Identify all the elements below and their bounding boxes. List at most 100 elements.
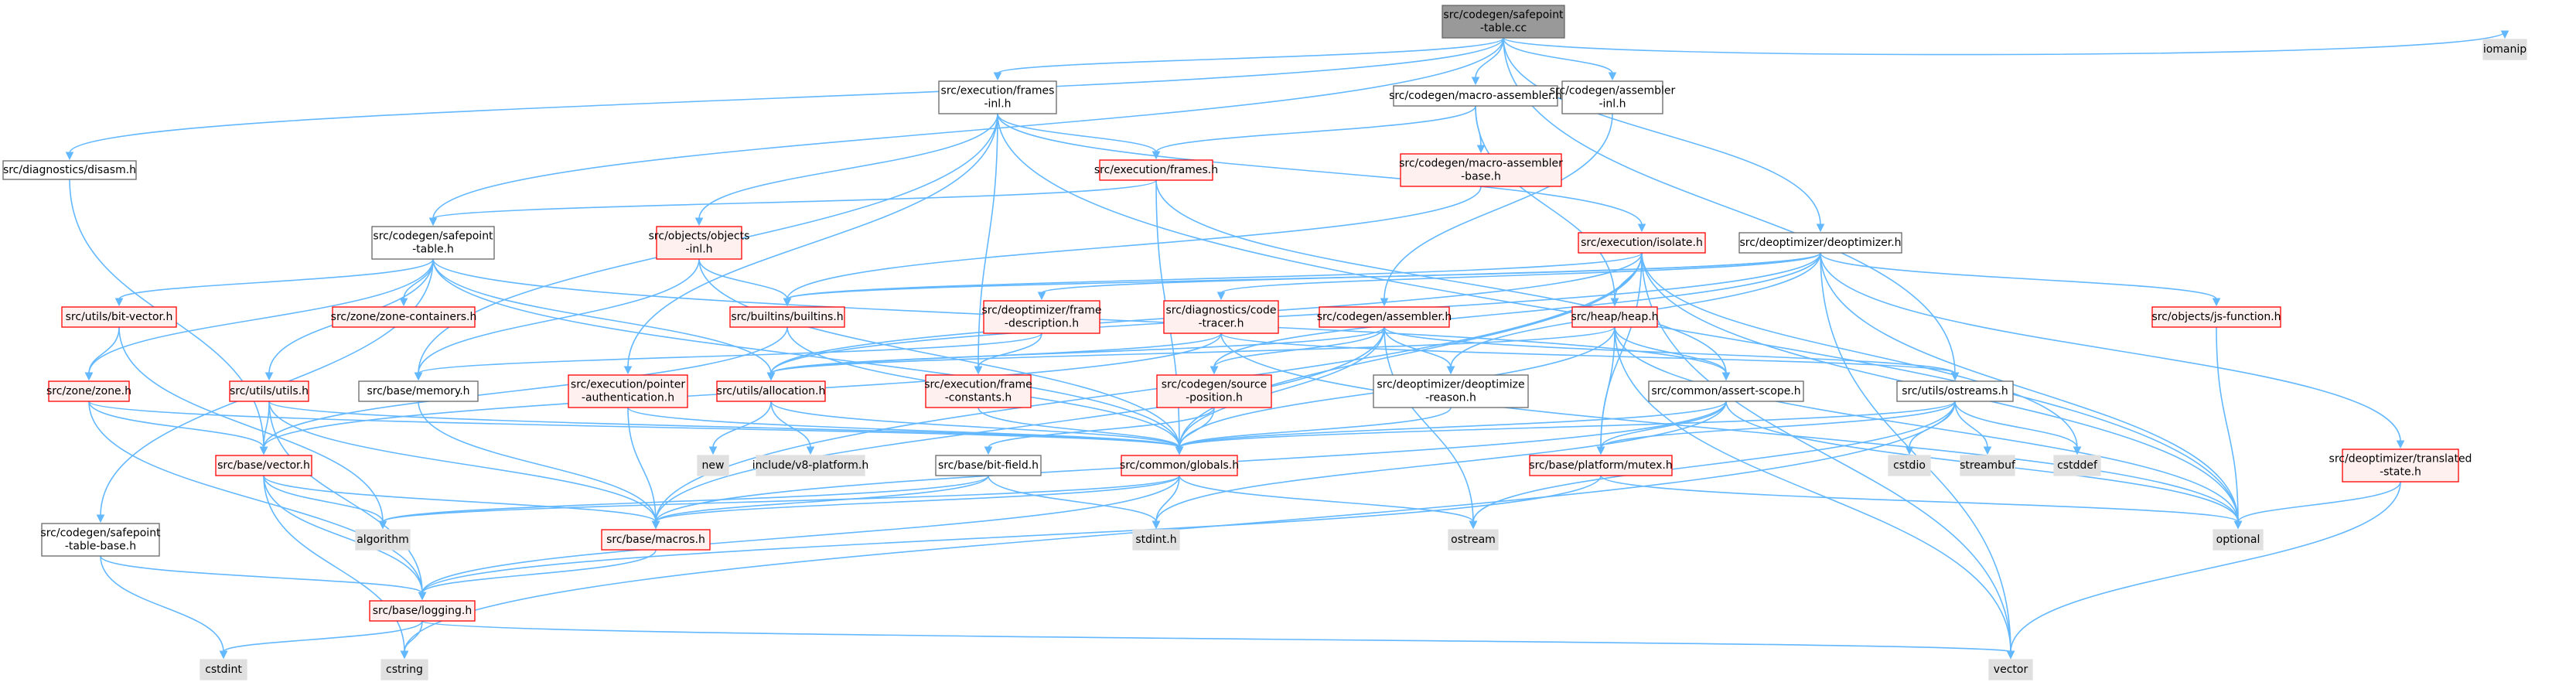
node-label-line: src/deoptimizer/deoptimizer.h [1739, 237, 1901, 249]
node-allocation[interactable]: src/utils/allocation.h [716, 380, 826, 402]
node-iomanip[interactable]: iomanip [2482, 39, 2527, 60]
node-box [2151, 306, 2281, 328]
node-logging[interactable]: src/base/logging.h [369, 600, 476, 622]
node-frames-inl[interactable]: src/execution/frames-inl.h [938, 80, 1057, 114]
node-box [935, 455, 1042, 476]
node-bitvector[interactable]: src/utils/bit-vector.h [61, 306, 177, 328]
node-label-line: src/execution/isolate.h [1581, 237, 1703, 249]
node-label-line: iomanip [2483, 43, 2527, 56]
edge-ostreams-to-mutex [1596, 401, 1956, 455]
node-globals[interactable]: src/common/globals.h [1120, 455, 1239, 476]
node-translated[interactable]: src/deoptimizer/translated-state.h [2329, 449, 2472, 483]
node-vector-h[interactable]: src/base/vector.h [215, 455, 312, 476]
node-label-line: new [702, 459, 725, 472]
node-heap[interactable]: src/heap/heap.h [1571, 306, 1659, 328]
node-label-line: src/execution/frames.h [1094, 164, 1218, 176]
node-box [1319, 306, 1450, 328]
node-cstddef[interactable]: cstddef [2053, 455, 2101, 476]
edge-allocation-to-v8platform [770, 401, 815, 455]
node-bitfield[interactable]: src/base/bit-field.h [935, 455, 1042, 476]
edge-heap-to-allocation [766, 326, 1616, 381]
node-label-line: -state.h [2380, 466, 2421, 479]
node-algorithm[interactable]: algorithm [355, 529, 411, 551]
edge-bitfield-to-stdint [988, 475, 1161, 530]
node-box [380, 659, 428, 680]
node-box [1156, 374, 1272, 408]
node-root[interactable]: src/codegen/safepoint-table.cc [1442, 5, 1565, 39]
node-pointer-auth[interactable]: src/execution/pointer-authentication.h [568, 374, 688, 408]
node-label-line: src/common/assert-scope.h [1651, 385, 1800, 397]
node-frame-const[interactable]: src/execution/frame-constants.h [924, 374, 1032, 408]
node-disasm[interactable]: src/diagnostics/disasm.h [2, 160, 137, 180]
node-box [1988, 659, 2033, 680]
node-cstring[interactable]: cstring [380, 659, 428, 680]
node-assembler[interactable]: src/codegen/assembler.h [1317, 306, 1452, 328]
node-label-line: src/codegen/macro-assembler.h [1389, 90, 1562, 102]
node-box [1960, 455, 2015, 476]
edge-mutex-to-optional [1600, 475, 2243, 530]
node-box [697, 455, 729, 476]
node-utils-h[interactable]: src/utils/utils.h [229, 380, 309, 402]
node-jsfunction[interactable]: src/objects/js-function.h [2151, 306, 2281, 328]
edge-builtins-to-vector_h [259, 326, 788, 455]
edge-translated-to-vector [2006, 481, 2401, 660]
node-zone-cont[interactable]: src/zone/zone-containers.h [331, 306, 477, 328]
node-box [729, 306, 845, 328]
node-safepoint-base[interactable]: src/codegen/safepoint-table-base.h [40, 523, 161, 557]
node-box [1561, 80, 1663, 114]
node-objects-inl[interactable]: src/objects/objects-inl.h [649, 226, 750, 260]
edge-globals-to-ostream [1179, 475, 1478, 530]
node-label-line: src/base/vector.h [217, 459, 310, 472]
node-mutex[interactable]: src/base/platform/mutex.h [1529, 455, 1673, 476]
node-safepoint-h[interactable]: src/codegen/safepoint-table.h [371, 226, 495, 260]
node-label-line: src/utils/utils.h [230, 385, 309, 397]
node-ostream[interactable]: ostream [1448, 529, 1499, 551]
node-label-line: -inl.h [685, 244, 712, 256]
node-box [2, 160, 137, 180]
node-label-line: optional [2216, 534, 2260, 546]
edge-layer [65, 30, 2509, 660]
edge-root-to-deoptimizer [1503, 37, 1825, 233]
node-cstdint[interactable]: cstdint [200, 659, 247, 680]
node-box [200, 659, 247, 680]
node-stdint[interactable]: stdint.h [1132, 529, 1180, 551]
node-source-pos[interactable]: src/codegen/source-position.h [1156, 374, 1272, 408]
node-box [369, 600, 476, 622]
node-label-line: -reason.h [1425, 392, 1476, 404]
node-macros[interactable]: src/base/macros.h [601, 529, 711, 551]
node-frames-h[interactable]: src/execution/frames.h [1094, 159, 1218, 181]
node-label-line: src/codegen/assembler.h [1317, 311, 1452, 323]
node-optional[interactable]: optional [2213, 529, 2264, 551]
node-macro-asm-base[interactable]: src/codegen/macro-assembler-base.h [1399, 153, 1563, 187]
node-asm-inl[interactable]: src/codegen/assembler-inl.h [1550, 80, 1676, 114]
node-streambuf[interactable]: streambuf [1960, 455, 2016, 476]
node-frame-desc[interactable]: src/deoptimizer/frame-description.h [982, 300, 1102, 334]
node-box [1648, 380, 1804, 402]
node-box [1132, 529, 1180, 551]
node-memory[interactable]: src/base/memory.h [358, 380, 479, 402]
edge-objects_inl-to-builtins [698, 258, 792, 307]
node-box [1738, 232, 1902, 254]
node-box [1529, 455, 1673, 476]
node-assert-scope[interactable]: src/common/assert-scope.h [1648, 380, 1804, 402]
node-vector[interactable]: vector [1988, 659, 2033, 680]
node-label-line: src/zone/zone.h [46, 385, 131, 397]
node-label-line: ostream [1451, 534, 1496, 546]
node-code-tracer[interactable]: src/diagnostics/code-tracer.h [1163, 300, 1279, 334]
node-v8platform[interactable]: include/v8-platform.h [752, 455, 869, 476]
node-label-line: src/codegen/assembler [1550, 85, 1676, 97]
edge-ostreams-to-streambuf [1954, 401, 1992, 455]
node-ostreams[interactable]: src/utils/ostreams.h [1896, 380, 2014, 402]
node-macro-asm[interactable]: src/codegen/macro-assembler.h [1389, 85, 1562, 107]
node-deoptimizer[interactable]: src/deoptimizer/deoptimizer.h [1738, 232, 1902, 254]
node-new[interactable]: new [697, 455, 729, 476]
node-deopt-reason[interactable]: src/deoptimizer/deoptimize-reason.h [1373, 374, 1529, 408]
node-builtins[interactable]: src/builtins/builtins.h [729, 306, 845, 328]
node-cstdio[interactable]: cstdio [1888, 455, 1931, 476]
edge-bitvector-to-algorithm [118, 326, 387, 530]
node-zone-h[interactable]: src/zone/zone.h [46, 380, 131, 402]
node-layer: src/codegen/safepoint-table.cc src/diagno… [2, 5, 2527, 680]
node-isolate[interactable]: src/execution/isolate.h [1578, 232, 1706, 254]
edge-frames_inl-to-objects_inl [694, 113, 998, 227]
edge-macro_asm-to-frames_h [1152, 105, 1476, 160]
